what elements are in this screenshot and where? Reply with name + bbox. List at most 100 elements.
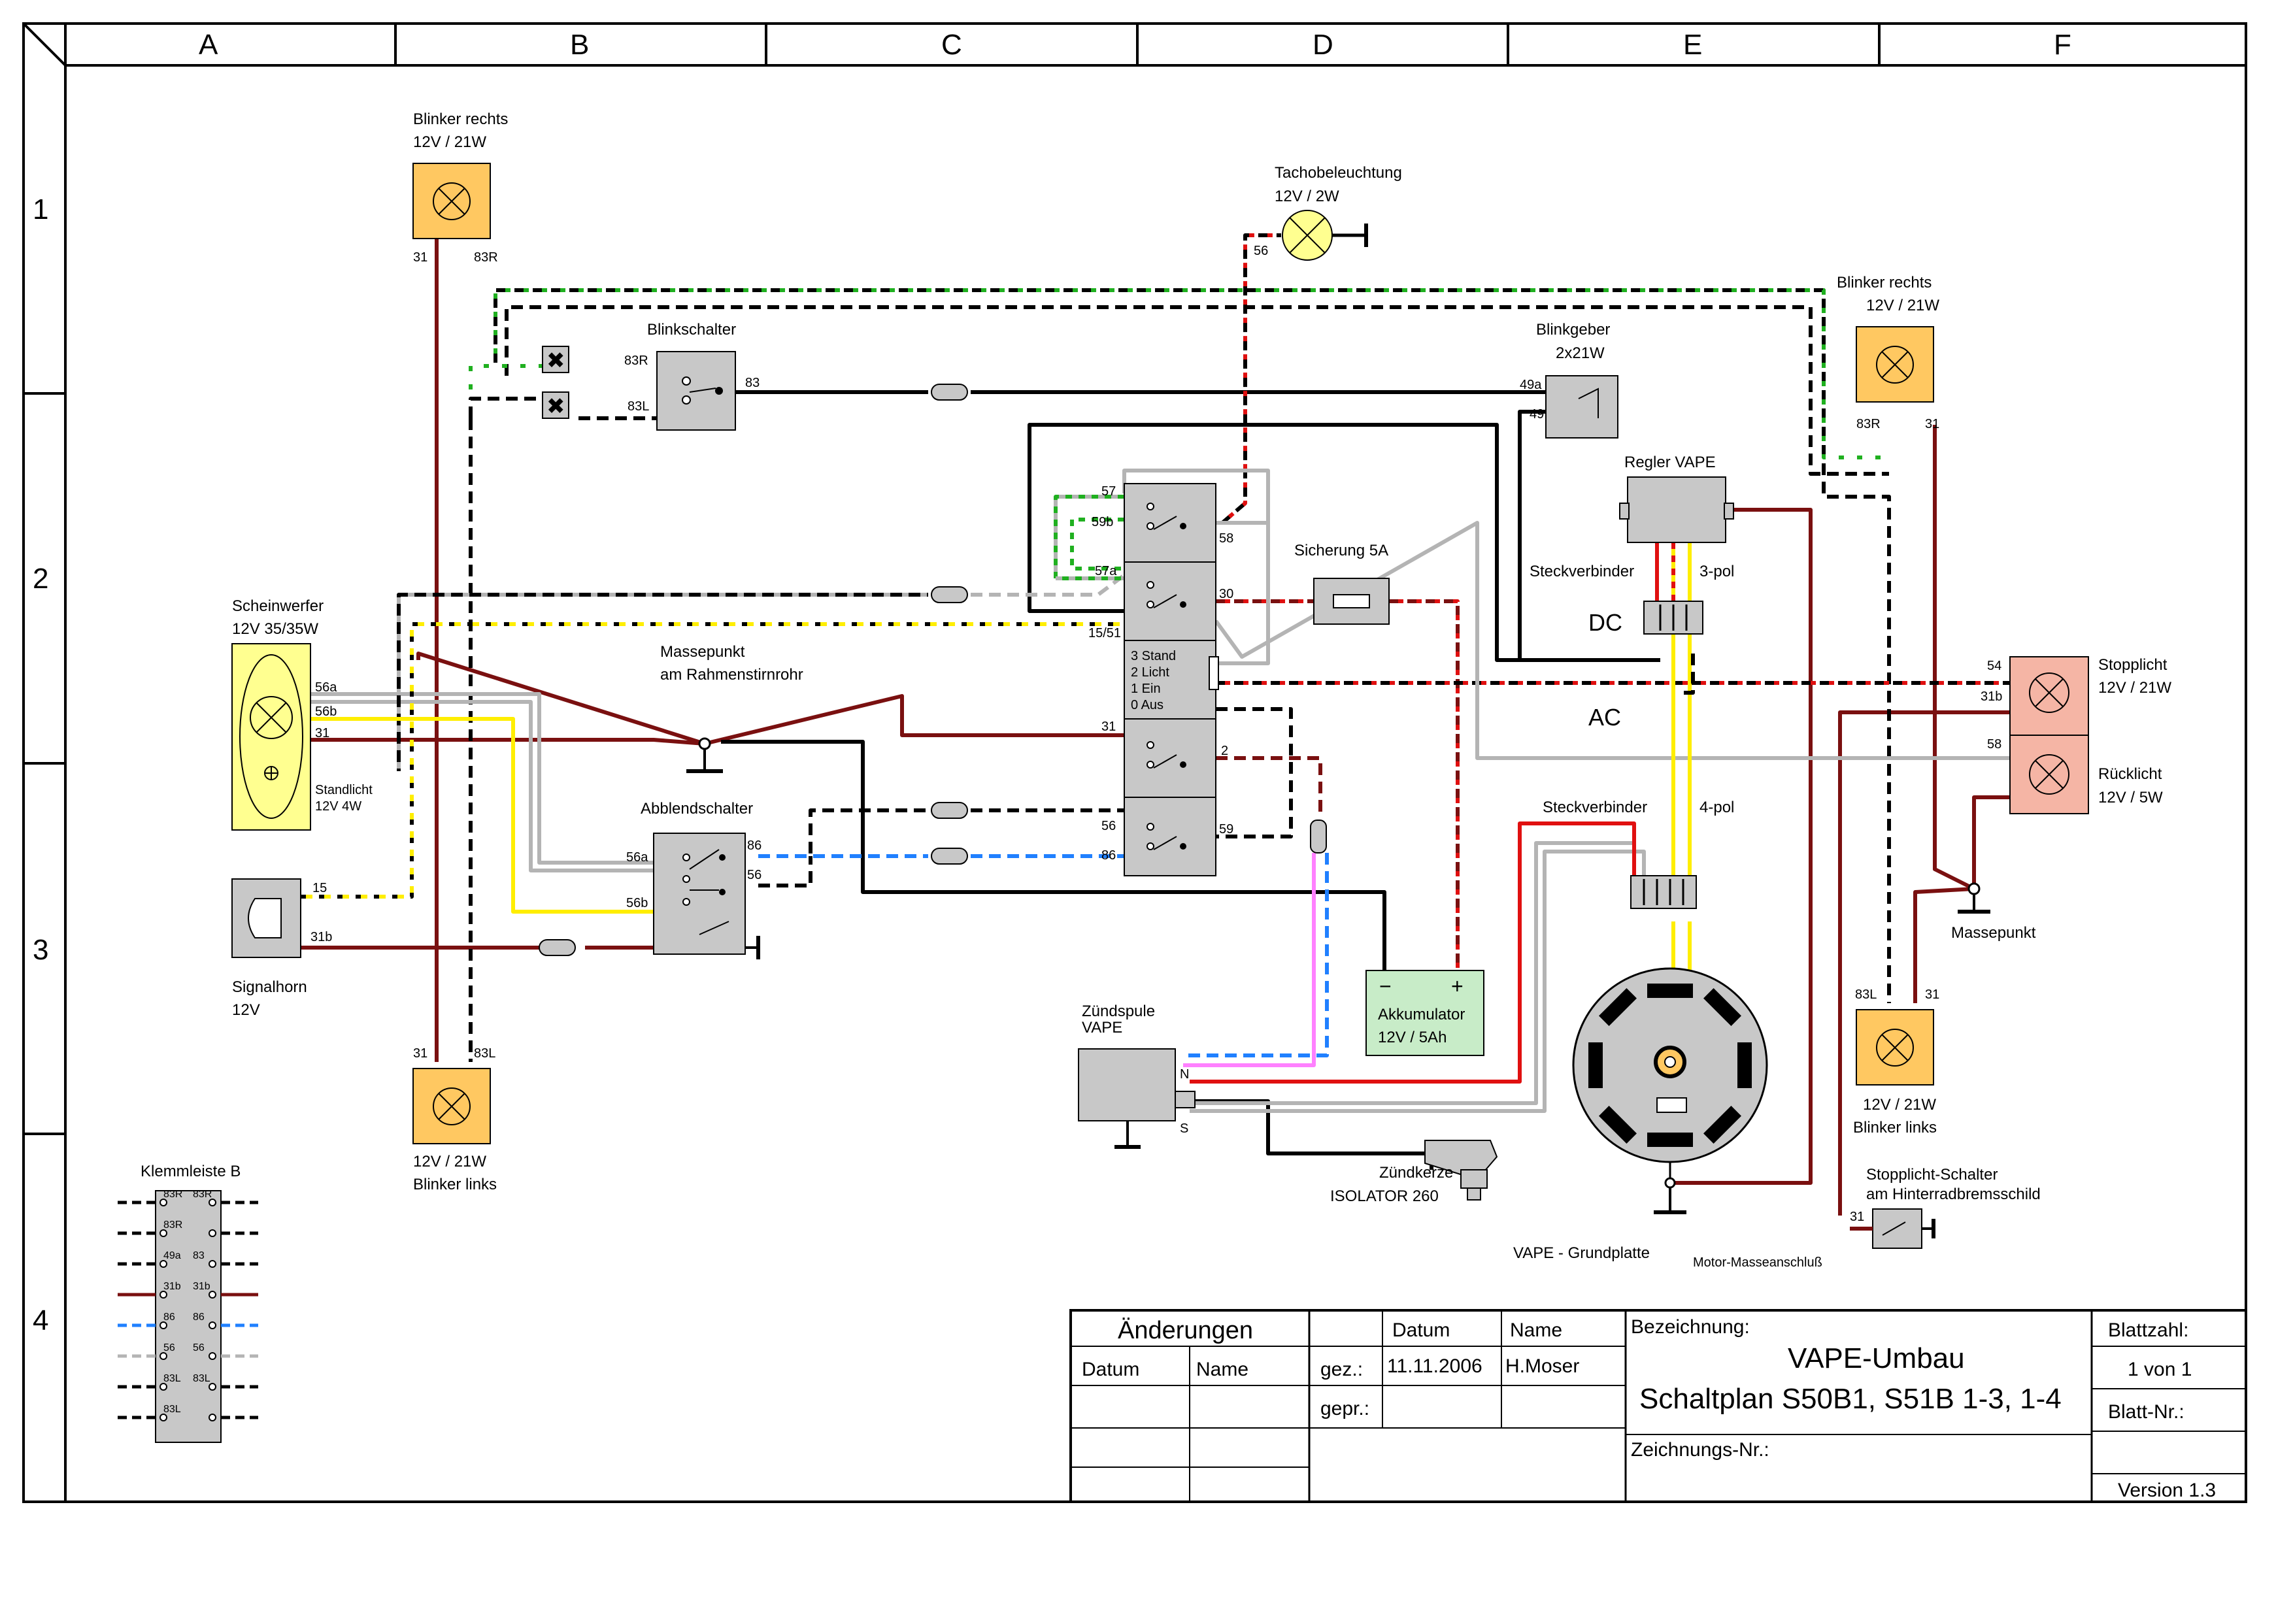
scheinwerfer-name: Scheinwerfer	[232, 597, 324, 615]
akkumulator-rating: 12V / 5Ah	[1378, 1029, 1447, 1046]
scheinwerfer-pin-31: 31	[315, 726, 329, 740]
blinker-links-front: 31 83L 12V / 21W Blinker links	[412, 1046, 497, 1193]
tb-bezeichnung-label: Bezeichnung:	[1631, 1316, 1750, 1338]
massepunkt-rear: Massepunkt	[1951, 882, 2036, 942]
wires	[301, 233, 2010, 1216]
zuendspule-brand: VAPE	[1082, 1019, 1122, 1036]
blinkgeber: Blinkgeber 2x21W 49a 49	[1520, 321, 1618, 439]
blinkschalter-name: Blinkschalter	[647, 321, 736, 339]
signalhorn-pin-15: 15	[312, 881, 327, 895]
scheinwerfer-pin-56a: 56a	[315, 680, 337, 695]
ruecklicht-name: Rücklicht	[2098, 765, 2162, 783]
blinker-rechts-front-rating: 12V / 21W	[413, 133, 486, 151]
terminal-screw	[159, 1352, 167, 1360]
zs-pin-59: 59	[1219, 822, 1233, 837]
klemmleiste-terminal-label: 83	[193, 1250, 205, 1261]
terminal-screw	[209, 1229, 216, 1237]
stopplicht-pin-31b: 31b	[1981, 689, 2002, 704]
klemmleiste-terminal-label: 49a	[163, 1250, 181, 1261]
blinker-rechts-front-pin-31: 31	[413, 250, 427, 265]
blinker-rechts-front-pin-83r: 83R	[474, 250, 498, 265]
blinker-rechts-rear-pin-31: 31	[1925, 417, 1939, 431]
connector-x-icon: ✖	[546, 394, 565, 419]
grid-row-2: 2	[33, 563, 48, 595]
zuendspule-pin-n: N	[1180, 1067, 1189, 1082]
blinker-rechts-rear: Blinker rechts 12V / 21W 83R 31	[1837, 274, 1939, 431]
tb-gez-label: gez.:	[1320, 1359, 1363, 1380]
klemmleiste-terminal-label: 31b	[193, 1281, 210, 1292]
stopplicht-name: Stopplicht	[2098, 656, 2167, 674]
blinkschalter-pin-83: 83	[745, 376, 760, 390]
signalhorn-name: Signalhorn	[232, 978, 307, 996]
terminal-screw	[159, 1260, 167, 1268]
steckverbinder-3-name: Steckverbinder	[1530, 563, 1634, 580]
blinker-rechts-rear-pin-83r: 83R	[1856, 417, 1881, 431]
tb-gepr-label: gepr.:	[1320, 1398, 1369, 1419]
zs-pin-57a: 57a	[1095, 564, 1117, 578]
blinkgeber-rating: 2x21W	[1556, 344, 1605, 362]
massepunkt-rear-name: Massepunkt	[1951, 924, 2036, 942]
zs-pin-59b: 59b	[1092, 515, 1113, 529]
signalhorn: Signalhorn 12V 15 31b	[231, 878, 332, 1019]
blinker-links-front-rating: 12V / 21W	[413, 1153, 486, 1170]
steckverbinder-4pol: Steckverbinder 4-pol	[1543, 799, 1734, 909]
blinker-links-front-pin-31: 31	[413, 1046, 427, 1061]
regler-name: Regler VAPE	[1624, 454, 1716, 471]
grundplatte-name: VAPE - Grundplatte	[1513, 1244, 1650, 1262]
blinker-rechts-front: Blinker rechts 12V / 21W 31 83R	[412, 110, 508, 265]
zs-pos-0: 0 Aus	[1131, 698, 1163, 712]
zuendkerze-name: Zündkerze	[1379, 1164, 1453, 1182]
scheinwerfer: Scheinwerfer 12V 35/35W 56a 56b 31 Stand…	[231, 597, 373, 831]
grid-col-b: B	[570, 29, 589, 61]
grid-row-1: 1	[33, 193, 48, 225]
terminal-screw	[209, 1199, 216, 1206]
blinkschalter-pin-83r: 83R	[624, 354, 648, 368]
abblend-pin-56b: 56b	[626, 896, 648, 910]
signalhorn-pin-31b: 31b	[310, 930, 332, 944]
abblend-pin-56a: 56a	[626, 850, 648, 865]
grid-row-3: 3	[33, 934, 48, 966]
terminal-screw	[209, 1352, 216, 1360]
grid-col-f: F	[2054, 29, 2071, 61]
akkumulator: − + Akkumulator 12V / 5Ah	[1365, 970, 1484, 1056]
blinker-rechts-front-name: Blinker rechts	[413, 110, 508, 128]
grid-col-a: A	[199, 29, 218, 61]
klemmleiste-terminal-label: 83R	[163, 1219, 182, 1231]
tb-title-2: Schaltplan S50B1, S51B 1-3, 1-4	[1639, 1383, 2062, 1415]
akkumulator-name: Akkumulator	[1378, 1006, 1465, 1023]
ruecklicht-rating: 12V / 5W	[2098, 789, 2163, 806]
zuendschloss: 57 59b 58 57a 30 15/51 31 2 56 59 86 3 S…	[1088, 483, 1233, 876]
stopplicht-schalter-name: Stopplicht-Schalter	[1866, 1166, 1998, 1184]
stopplicht-schalter-pin-31: 31	[1850, 1210, 1864, 1224]
tb-title-1: VAPE-Umbau	[1788, 1342, 1965, 1374]
abblend-pin-56: 56	[747, 868, 762, 882]
blinkgeber-pin-49: 49	[1530, 407, 1544, 422]
blinkgeber-name: Blinkgeber	[1536, 321, 1610, 339]
terminal-screw	[209, 1260, 216, 1268]
massepunkt-front-name: Massepunkt	[660, 643, 745, 661]
steckverbinder-4-name: Steckverbinder	[1543, 799, 1647, 816]
zs-pin-31: 31	[1101, 720, 1116, 734]
battery-plus: +	[1451, 974, 1464, 998]
stopplicht-schalter: Stopplicht-Schalter am Hinterradbremssch…	[1850, 1166, 2041, 1249]
blinkgeber-pin-49a: 49a	[1520, 378, 1542, 392]
steckverbinder-3-ac: AC	[1588, 704, 1621, 731]
vape-grundplatte: VAPE - Grundplatte Motor-Masseanschluß	[1513, 967, 1822, 1270]
tb-version: Version 1.3	[2118, 1480, 2216, 1501]
blinker-links-rear-pin-83l: 83L	[1855, 987, 1877, 1002]
klemmleiste-terminal-label: 86	[163, 1312, 175, 1323]
tb-gez-name: H.Moser	[1505, 1355, 1579, 1377]
abblendschalter-name: Abblendschalter	[641, 800, 753, 818]
stopplicht-schalter-location: am Hinterradbremsschild	[1866, 1185, 2041, 1203]
blinker-links-front-name: Blinker links	[413, 1176, 497, 1193]
terminal-screw	[209, 1414, 216, 1421]
tb-name: Name	[1510, 1319, 1562, 1341]
grundplatte-motor-masse: Motor-Masseanschluß	[1693, 1255, 1822, 1270]
blinker-links-rear-pin-31: 31	[1925, 987, 1939, 1002]
tacho-rating: 12V / 2W	[1275, 188, 1339, 205]
blinker-rechts-rear-name: Blinker rechts	[1837, 274, 1932, 291]
tb-blattzahl-label: Blattzahl:	[2108, 1319, 2188, 1341]
klemmleiste-terminal-label: 83R	[163, 1189, 182, 1200]
klemmleiste-terminal-label: 83L	[163, 1373, 181, 1384]
